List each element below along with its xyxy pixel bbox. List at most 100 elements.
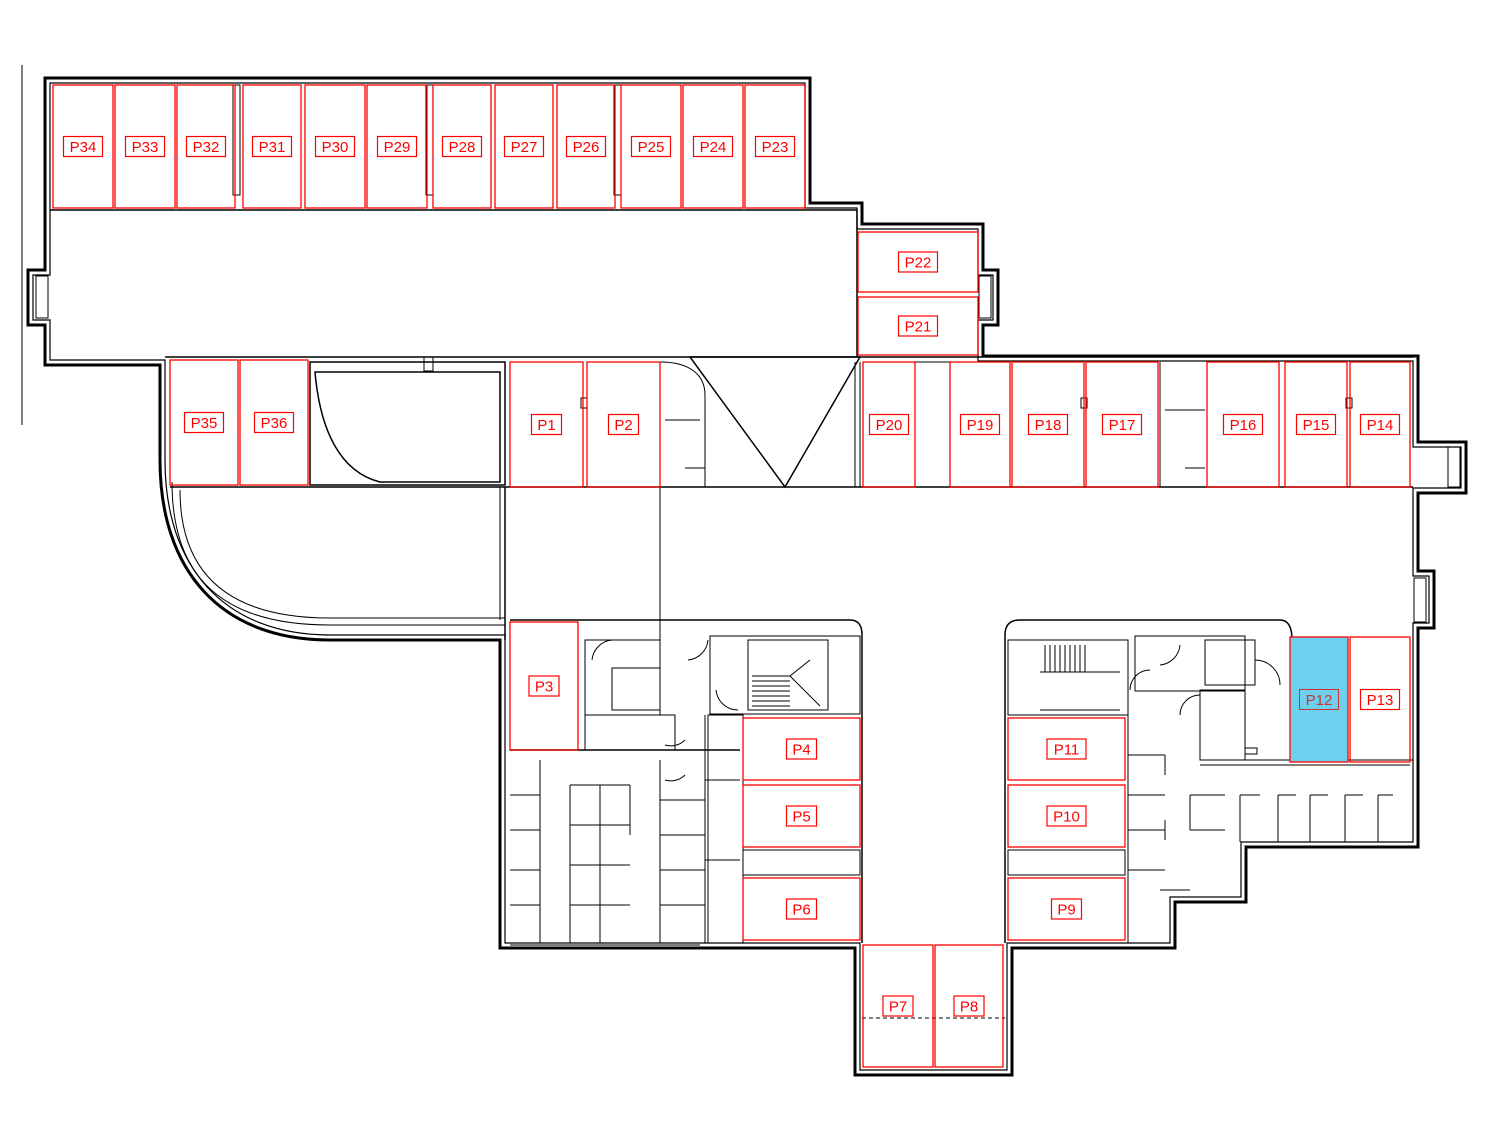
space-outline[interactable] xyxy=(1206,361,1280,488)
space-outline[interactable] xyxy=(1085,361,1159,488)
space-label-box xyxy=(1101,413,1143,436)
space-outline[interactable] xyxy=(682,84,744,209)
space-outline[interactable] xyxy=(744,84,806,209)
space-outline[interactable] xyxy=(742,717,861,781)
space-label: P16 xyxy=(1230,417,1257,434)
interior-walls xyxy=(50,84,1413,1019)
space-label: P4 xyxy=(792,742,810,759)
parking-space-p20[interactable]: P20 xyxy=(862,361,916,488)
parking-space-p15[interactable]: P15 xyxy=(1284,361,1348,488)
space-label: P30 xyxy=(322,139,349,156)
space-label-box xyxy=(882,995,914,1017)
parking-space-p5[interactable]: P5 xyxy=(742,784,861,848)
parking-space-p14[interactable]: P14 xyxy=(1349,361,1411,488)
space-outline[interactable] xyxy=(1349,636,1411,763)
parking-space-p7[interactable]: P7 xyxy=(862,944,934,1068)
space-outline[interactable] xyxy=(304,84,366,209)
parking-space-p8[interactable]: P8 xyxy=(934,944,1004,1068)
space-outline[interactable] xyxy=(52,84,114,209)
space-outline[interactable] xyxy=(857,231,979,293)
parking-space-p30[interactable]: P30 xyxy=(304,84,366,209)
space-label-box xyxy=(528,675,560,697)
space-outline[interactable] xyxy=(509,621,579,751)
space-label-box xyxy=(1027,413,1069,436)
space-label: P32 xyxy=(193,139,220,156)
parking-space-p35[interactable]: P35 xyxy=(169,359,239,486)
parking-space-p9[interactable]: P9 xyxy=(1007,877,1126,941)
space-label-box xyxy=(1050,898,1083,920)
parking-space-p11[interactable]: P11 xyxy=(1007,717,1126,781)
parking-space-p28[interactable]: P28 xyxy=(432,84,492,209)
parking-space-p6[interactable]: P6 xyxy=(742,877,861,941)
space-label: P10 xyxy=(1053,809,1080,826)
parking-space-p2[interactable]: P2 xyxy=(586,361,661,488)
parking-space-p17[interactable]: P17 xyxy=(1085,361,1159,488)
space-outline[interactable] xyxy=(509,361,584,488)
parking-space-p4[interactable]: P4 xyxy=(742,717,861,781)
space-outline[interactable] xyxy=(169,359,239,486)
parking-space-p25[interactable]: P25 xyxy=(620,84,682,209)
parking-space-p32[interactable]: P32 xyxy=(176,84,236,209)
space-label-box xyxy=(1046,738,1087,760)
space-outline[interactable] xyxy=(1349,361,1411,488)
space-outline[interactable] xyxy=(620,84,682,209)
parking-space-p22[interactable]: P22 xyxy=(857,231,979,293)
space-outline[interactable] xyxy=(1007,877,1126,941)
space-label-box xyxy=(376,135,418,158)
space-outline[interactable] xyxy=(1007,784,1126,848)
space-label-box xyxy=(630,135,672,158)
space-label-box xyxy=(503,135,545,158)
space-outline[interactable] xyxy=(1284,361,1348,488)
space-outline[interactable] xyxy=(366,84,428,209)
parking-space-p10[interactable]: P10 xyxy=(1007,784,1126,848)
space-outline[interactable] xyxy=(494,84,554,209)
space-outline[interactable] xyxy=(1011,361,1085,488)
space-outline[interactable] xyxy=(742,784,861,848)
space-label-box xyxy=(530,413,563,436)
space-outline[interactable] xyxy=(114,84,176,209)
parking-space-p31[interactable]: P31 xyxy=(242,84,302,209)
space-label-box xyxy=(1046,805,1087,827)
space-outline[interactable] xyxy=(239,359,309,486)
space-outline[interactable] xyxy=(949,361,1011,488)
parking-space-p24[interactable]: P24 xyxy=(682,84,744,209)
space-label-box xyxy=(185,135,227,158)
space-outline[interactable] xyxy=(1007,717,1126,781)
space-outline[interactable] xyxy=(556,84,616,209)
space-outline[interactable] xyxy=(242,84,302,209)
parking-space-p1[interactable]: P1 xyxy=(509,361,584,488)
space-label: P19 xyxy=(967,417,994,434)
parking-space-p13[interactable]: P13 xyxy=(1349,636,1411,763)
parking-space-p29[interactable]: P29 xyxy=(366,84,428,209)
parking-space-p21[interactable]: P21 xyxy=(857,296,979,356)
space-label-box xyxy=(868,413,910,436)
space-label: P24 xyxy=(700,139,727,156)
space-outline[interactable] xyxy=(742,877,861,941)
parking-space-p16[interactable]: P16 xyxy=(1206,361,1280,488)
space-label: P29 xyxy=(384,139,411,156)
space-label-box xyxy=(785,898,818,920)
space-outline[interactable] xyxy=(862,361,916,488)
space-label-box xyxy=(754,135,796,158)
parking-space-p26[interactable]: P26 xyxy=(556,84,616,209)
parking-space-p12[interactable]: P12 xyxy=(1289,636,1349,763)
parking-space-p27[interactable]: P27 xyxy=(494,84,554,209)
parking-space-p3[interactable]: P3 xyxy=(509,621,579,751)
space-outline[interactable] xyxy=(432,84,492,209)
space-outline[interactable] xyxy=(586,361,661,488)
parking-space-p18[interactable]: P18 xyxy=(1011,361,1085,488)
space-outline[interactable] xyxy=(857,296,979,356)
space-label: P3 xyxy=(535,679,553,696)
parking-space-p33[interactable]: P33 xyxy=(114,84,176,209)
parking-space-p23[interactable]: P23 xyxy=(744,84,806,209)
space-label: P23 xyxy=(762,139,789,156)
space-outline[interactable] xyxy=(176,84,236,209)
parking-space-p34[interactable]: P34 xyxy=(52,84,114,209)
space-label: P6 xyxy=(792,902,810,919)
parking-space-p36[interactable]: P36 xyxy=(239,359,309,486)
space-outline[interactable] xyxy=(862,944,934,1068)
space-outline[interactable] xyxy=(934,944,1004,1068)
space-label: P12 xyxy=(1306,692,1333,709)
parking-space-p19[interactable]: P19 xyxy=(949,361,1011,488)
